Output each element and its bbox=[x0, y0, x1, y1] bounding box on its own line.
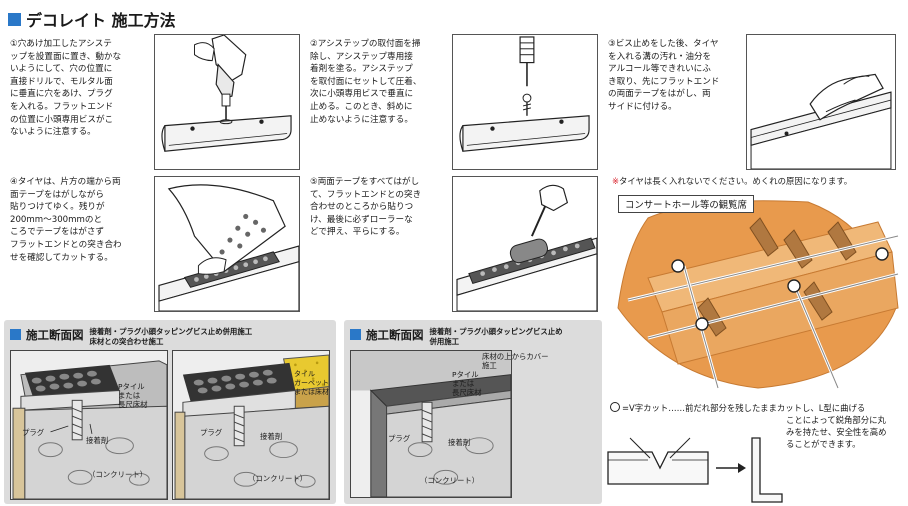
section-1-tile-label: タイル カーペット または床材 bbox=[294, 370, 329, 397]
text-line: または床材 bbox=[294, 388, 329, 396]
text-line: ることができます。 bbox=[786, 439, 861, 449]
text-line: 着剤を塗る。アシステップ bbox=[310, 64, 413, 75]
text-line: 次に小頭専用ビスで垂直に bbox=[310, 89, 414, 100]
text-line: に垂直に穴をあけ、プラグ bbox=[10, 89, 113, 100]
section-2-heading: 施工断面図 bbox=[366, 328, 424, 342]
text-line: 施工 bbox=[482, 361, 497, 370]
note-text: タイヤは長く入れないでください。めくれの原因になります。 bbox=[619, 176, 853, 186]
text-line: の位置に小頭専用ビスがこ bbox=[10, 114, 114, 125]
text-line: ②アシステップの取付面を掃 bbox=[310, 39, 421, 49]
concert-hall-illustration bbox=[608, 188, 900, 394]
v-cut-line-1: =V字カット……前だれ部分を残したままカットし、L型に曲げる bbox=[610, 402, 902, 414]
section-1-subtitle: 接着剤・プラグ小頭タッピングビス止め併用施工 床材との突合わせ施工 bbox=[90, 327, 253, 346]
text-line: ころでテープをはがさず bbox=[10, 227, 105, 238]
title-marker-icon bbox=[8, 12, 21, 26]
section-1-right-diagram bbox=[172, 350, 330, 500]
section-1-right-concrete-label: （コンクリート） bbox=[248, 474, 308, 483]
v-cut-diagram bbox=[604, 432, 784, 504]
step-1-illustration bbox=[154, 34, 300, 170]
section-2-title: 施工断面図 接着剤・プラグ小頭タッピングビス止め 併用施工 bbox=[350, 327, 563, 346]
text-line: ④タイヤは、片方の端から両 bbox=[10, 177, 121, 187]
section-2-subtitle: 接着剤・プラグ小頭タッピングビス止め 併用施工 bbox=[430, 327, 563, 346]
section-marker-icon bbox=[10, 329, 21, 340]
section-2-ptile-label: Pタイル または 長尺床材 bbox=[452, 370, 482, 397]
text-line: みを持たせ、安全性を高め bbox=[786, 427, 887, 437]
text-line: 面テープをはがしながら bbox=[10, 189, 105, 200]
text-line: 直接ドリルで、モルタル面 bbox=[10, 76, 113, 87]
section-1-adhesive-label: 接着剤 bbox=[86, 436, 109, 445]
circle-mark-icon bbox=[610, 402, 620, 412]
text-line: または bbox=[452, 379, 475, 388]
section-2-cover-label: 床材の上からカバー 施工 bbox=[482, 352, 549, 370]
section-1-ptile-label: Pタイル または 長尺床材 bbox=[118, 382, 148, 409]
text-line: =V字カット……前だれ部分を残したままカットし、L型に曲げる bbox=[622, 403, 866, 413]
text-line: 床材との突合わせ施工 bbox=[89, 336, 164, 346]
text-line: の両面テープをはがし、両 bbox=[608, 89, 711, 100]
text-line: アルコール等できれいにふ bbox=[608, 64, 711, 75]
step-2-text: ②アシステップの取付面を掃 除し、アシステップ専用接 着剤を塗る。アシステップ … bbox=[310, 38, 450, 126]
text-line: け、最後に必ずローラーな bbox=[310, 214, 413, 225]
text-line: 併用施工 bbox=[429, 336, 460, 346]
text-line: を入れる。フラットエンド bbox=[10, 101, 114, 112]
step-2-illustration bbox=[452, 34, 598, 170]
page-title: デコレイト 施工方法 bbox=[8, 7, 176, 31]
caution-note: ※タイヤは長く入れないでください。めくれの原因になります。 bbox=[612, 175, 852, 187]
text-line: を取付面にセットして圧着、 bbox=[310, 76, 422, 87]
text-line: 床材の上からカバー bbox=[482, 352, 549, 361]
text-line: サイドに付ける。 bbox=[608, 101, 677, 112]
text-line: 200mm～300mmのと bbox=[10, 214, 103, 225]
text-line: 接着剤・プラグ小頭タッピングビス止め併用施工 bbox=[89, 327, 253, 336]
text-line: ③ビス止めをした後、タイヤ bbox=[608, 39, 719, 49]
text-line: 合わせのところから貼りつ bbox=[310, 202, 414, 213]
section-2-diagram bbox=[350, 350, 512, 498]
text-line: 接着剤・プラグ小頭タッピングビス止め bbox=[429, 327, 563, 336]
text-line: いようにして、穴の位置に bbox=[10, 64, 113, 75]
step-3-text: ③ビス止めをした後、タイヤ を入れる溝の汚れ・油分を アルコール等できれいにふ … bbox=[608, 38, 748, 114]
text-line: ⑤両面テープをすべてはがし bbox=[310, 177, 420, 187]
text-line: ①穴あけ加工したアシステ bbox=[10, 39, 112, 49]
concert-hall-label: コンサートホール等の観覧席 bbox=[618, 195, 754, 213]
section-1-left-diagram bbox=[10, 350, 168, 500]
text-line: 貼りつけてゆく。残りが bbox=[10, 202, 105, 213]
text-line: タイル bbox=[294, 370, 315, 378]
text-line: フラットエンドとの突き合わ bbox=[10, 239, 122, 250]
text-line: 長尺床材 bbox=[118, 400, 148, 409]
text-line: ないように注意する。 bbox=[10, 127, 96, 138]
section-1-concrete-label: （コンクリート） bbox=[88, 470, 148, 479]
step-4-text: ④タイヤは、片方の端から両 面テープをはがしながら 貼りつけてゆく。残りが 20… bbox=[10, 176, 150, 264]
section-2-concrete-label: （コンクリート） bbox=[420, 476, 480, 485]
section-1-plug-label: プラグ bbox=[22, 428, 45, 437]
section-2-plug-label: プラグ bbox=[388, 434, 411, 443]
text-line: カーペット bbox=[294, 379, 329, 387]
text-line: 除し、アシステップ専用接 bbox=[310, 51, 413, 62]
step-5-text: ⑤両面テープをすべてはがし て、フラットエンドとの突き 合わせのところから貼りつ… bbox=[310, 176, 450, 239]
text-line: き取り、先にフラットエンド bbox=[608, 76, 720, 87]
text-line: 止める。このとき、斜めに bbox=[310, 101, 413, 112]
section-2-adhesive-label: 接着剤 bbox=[448, 438, 471, 447]
note-asterisk: ※ bbox=[612, 176, 620, 186]
text-line: ことによって鋭角部分に丸 bbox=[786, 415, 886, 425]
page-title-text: デコレイト 施工方法 bbox=[26, 11, 176, 30]
text-line: を入れる溝の汚れ・油分を bbox=[608, 51, 712, 62]
text-line: ップを設置面に置き、動かな bbox=[10, 51, 122, 62]
section-1-right-plug-label: プラグ bbox=[200, 428, 223, 437]
v-cut-description: =V字カット……前だれ部分を残したままカットし、L型に曲げる ことによって鋭角部… bbox=[610, 402, 902, 450]
text-line: または bbox=[118, 391, 141, 400]
text-line: 止めないように注意する。 bbox=[310, 114, 413, 125]
text-line: どで押え、平らにする。 bbox=[310, 227, 405, 238]
text-line: て、フラットエンドとの突き bbox=[310, 189, 422, 200]
text-line: Pタイル bbox=[118, 382, 145, 391]
step-1-text: ①穴あけ加工したアシステ ップを設置面に置き、動かな いようにして、穴の位置に … bbox=[10, 38, 150, 139]
text-line: 長尺床材 bbox=[452, 388, 482, 397]
text-line: Pタイル bbox=[452, 370, 479, 379]
step-4-illustration bbox=[154, 176, 300, 312]
section-1-title: 施工断面図 接着剤・プラグ小頭タッピングビス止め併用施工 床材との突合わせ施工 bbox=[10, 327, 252, 346]
step-5-illustration bbox=[452, 176, 598, 312]
section-1-right-adhesive-label: 接着剤 bbox=[260, 432, 283, 441]
section-marker-icon bbox=[350, 329, 361, 340]
text-line: せを確認してカットする。 bbox=[10, 252, 113, 263]
step-3-illustration bbox=[746, 34, 896, 170]
section-1-heading: 施工断面図 bbox=[26, 328, 84, 342]
